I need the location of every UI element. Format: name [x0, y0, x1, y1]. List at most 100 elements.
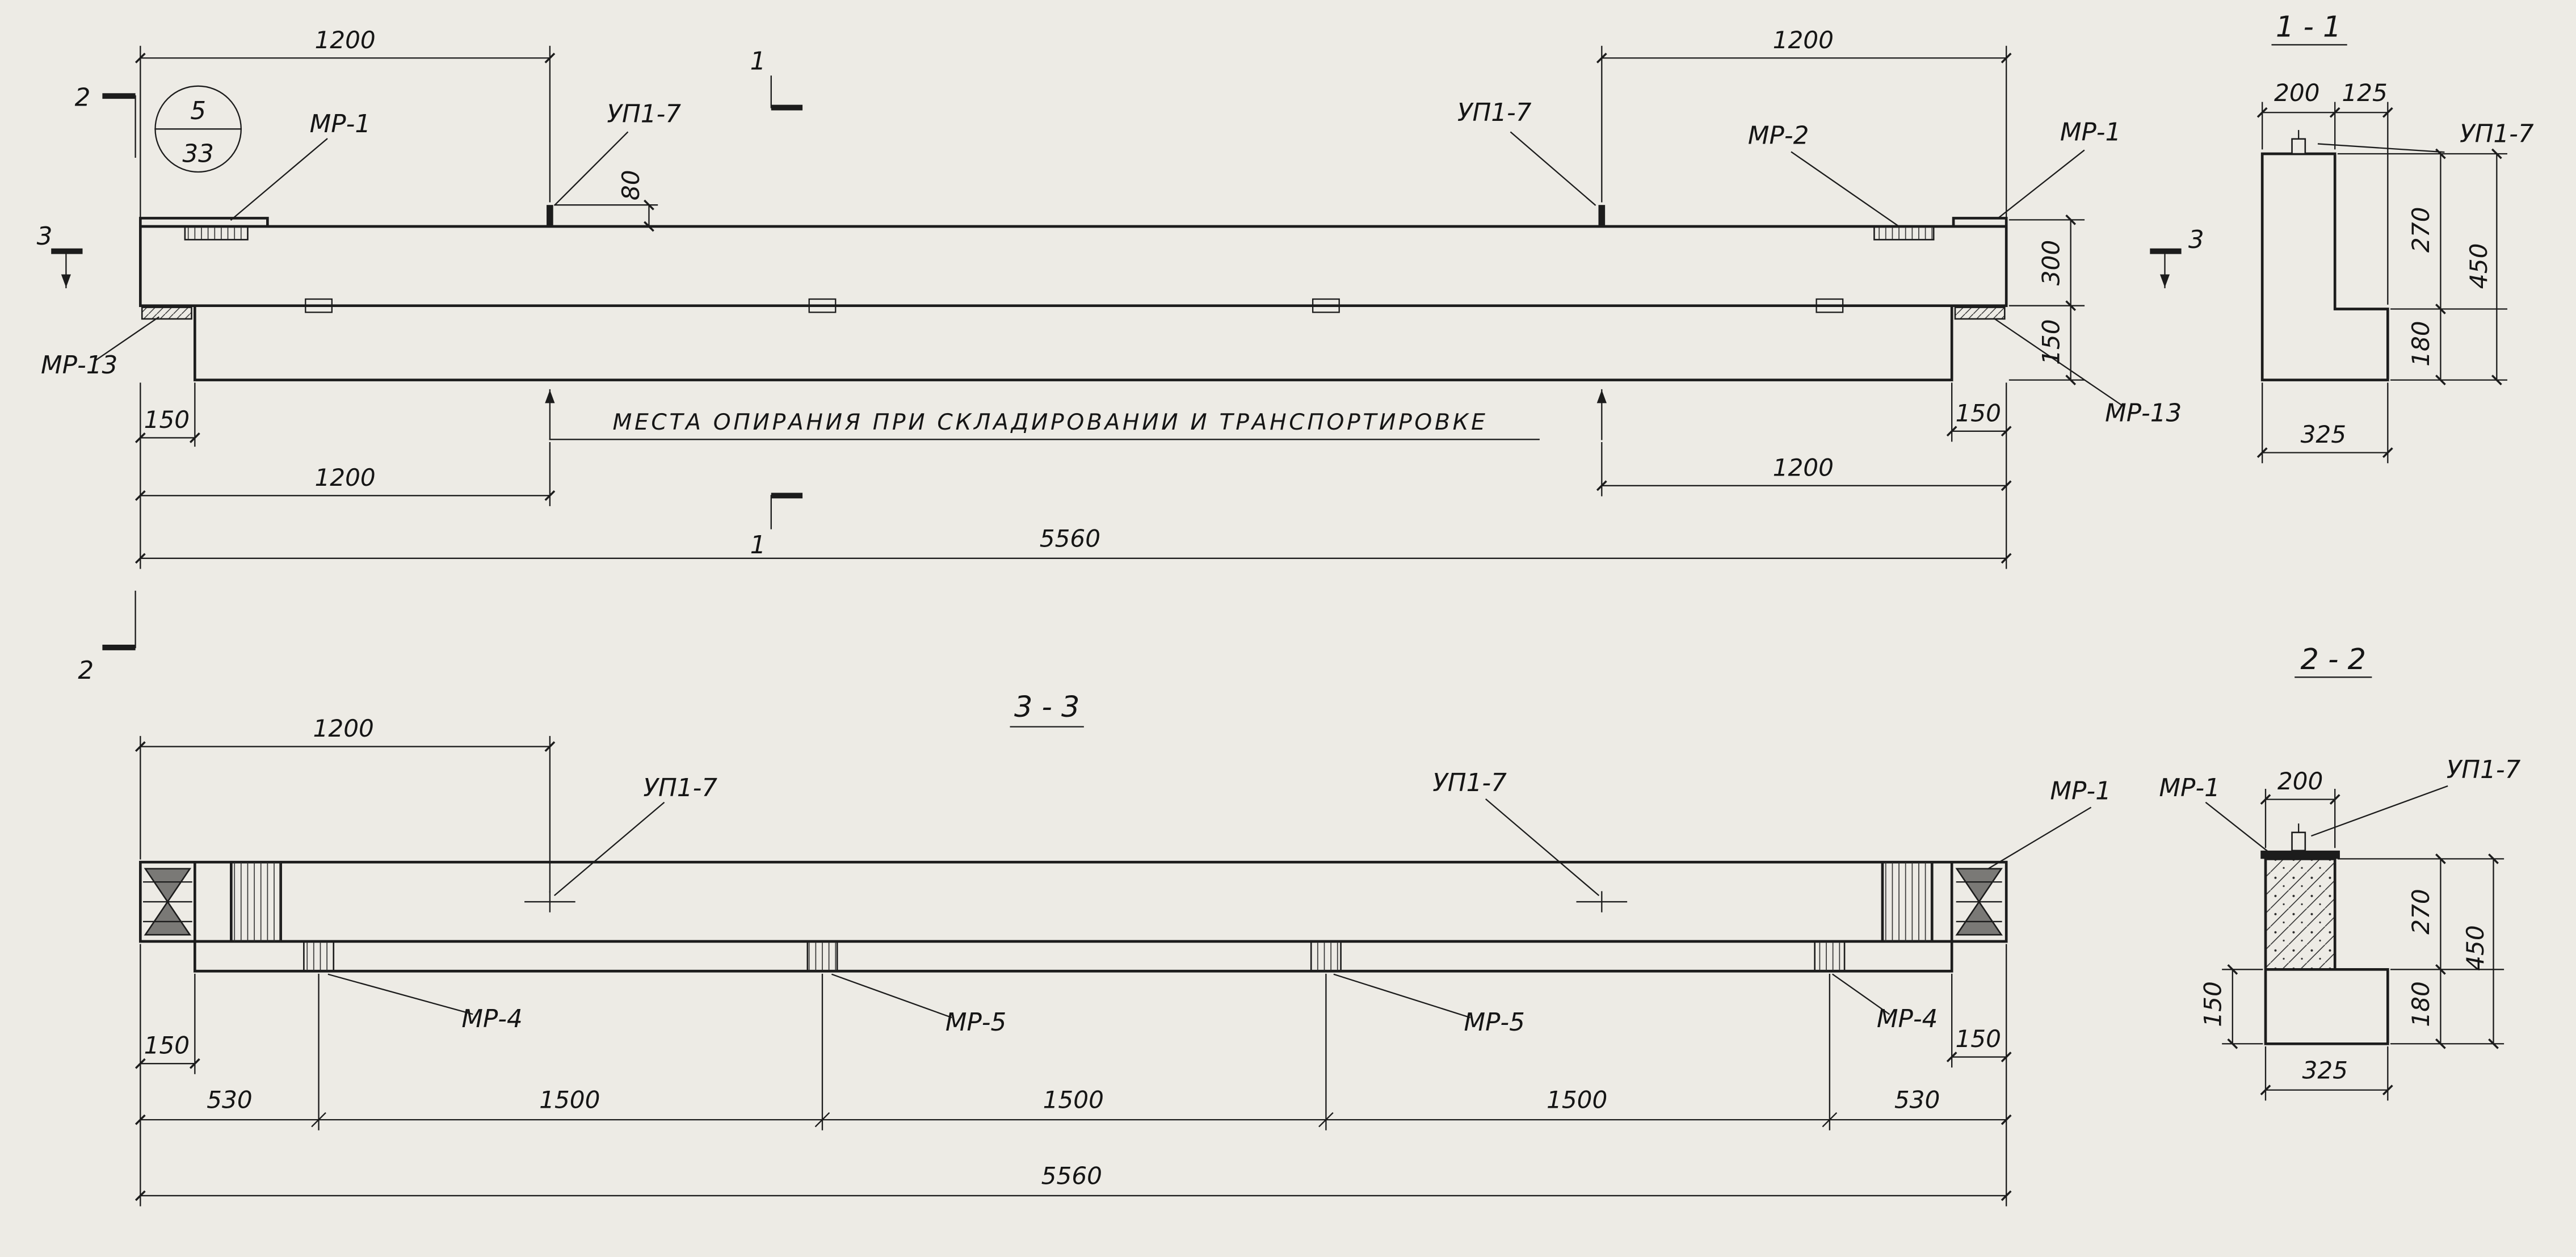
label-mr13-left: МР-13: [41, 351, 117, 380]
dim-5560-elevation: 5560: [1040, 524, 1100, 552]
section-1-1-body: [2260, 152, 2389, 381]
dim-5560-plan: 5560: [1041, 1162, 1102, 1190]
dimension-lines-plan: [135, 741, 2012, 1201]
label-mr1-2-2: МР-1: [2159, 773, 2220, 802]
section-title-1-1: 1 - 1: [2276, 10, 2342, 44]
dim-1200-lower-right: 1200: [1773, 453, 1834, 481]
section-cut-flags: [51, 75, 2182, 650]
embed-hooks-elevation: [305, 298, 1844, 313]
diaphragm-hatch-left: [231, 862, 281, 941]
bolt-marks-plan: [524, 891, 1628, 913]
dim-150-bottom-right: 150: [1955, 399, 2001, 427]
label-up17-2-2: УП1-7: [2447, 755, 2521, 784]
section-marker-2-top: 2: [75, 83, 91, 112]
bubble-bottom-number: 33: [182, 140, 214, 169]
label-up17-1-1: УП1-7: [2460, 120, 2534, 149]
dim-150-2-2: 150: [2199, 981, 2226, 1027]
anchor-bolt-left: [547, 205, 553, 227]
label-up17-plan-left: УП1-7: [643, 773, 717, 802]
label-up17-top-right: УП1-7: [1457, 98, 1532, 127]
dim-530-left: 530: [207, 1086, 253, 1114]
dimension-lines-elevation: [135, 52, 2077, 564]
dim-150-plan-left: 150: [144, 1032, 190, 1060]
dim-450-2-2: 450: [2461, 925, 2489, 971]
bubble-top-number: 5: [190, 96, 206, 125]
label-mr13-right: МР-13: [2105, 398, 2182, 427]
section-title-3-3: 3 - 3: [1014, 691, 1080, 724]
dim-150-plan-right: 150: [1955, 1025, 2001, 1053]
label-up17-plan-right: УП1-7: [1432, 768, 1507, 797]
dim-80: 80: [617, 170, 645, 200]
leader-up17-1-1: [2317, 143, 2445, 153]
label-mr1-top-right: МР-1: [2060, 118, 2121, 147]
section-2-2-web-hatch: [2265, 859, 2335, 970]
leader-lines-2-2: [2205, 785, 2448, 854]
label-mr5-right: МР-5: [1464, 1008, 1524, 1037]
label-mr4-right: МР-4: [1877, 1004, 1938, 1033]
dim-150-bottom-left: 150: [144, 406, 190, 434]
extension-lines-1-1: [2262, 102, 2507, 464]
dim-325-1-1: 325: [2301, 421, 2347, 448]
dim-180-1-1: 180: [2407, 321, 2435, 366]
diaphragm-hatch-right: [1882, 862, 1932, 941]
section-2-2-bolt: [2291, 823, 2306, 852]
beam-outline-plan: [138, 860, 2008, 973]
dimension-lines-1-1: [2256, 107, 2502, 459]
dim-300: 300: [2037, 240, 2065, 285]
section-2-2-plate-mr1: [2260, 850, 2340, 859]
support-note: МЕСТА ОПИРАНИЯ ПРИ СКЛАДИРОВАНИИ И ТРАНС…: [612, 410, 1487, 435]
dim-325-2-2: 325: [2302, 1056, 2348, 1084]
plate-pad-mr13-left: [141, 306, 192, 320]
label-mr1-plan: МР-1: [2050, 777, 2111, 806]
dim-1500-b: 1500: [1043, 1086, 1104, 1114]
dim-1200-top-left: 1200: [314, 26, 375, 54]
section-marker-1-top: 1: [750, 47, 766, 76]
extension-lines-elevation: [140, 45, 2085, 569]
dim-1500-c: 1500: [1547, 1086, 1607, 1114]
dim-200-1-1: 200: [2274, 79, 2320, 107]
label-mr4-left: МР-4: [461, 1004, 522, 1033]
dim-450-1-1: 450: [2465, 243, 2493, 289]
anchor-bolt-right: [1598, 205, 1606, 227]
section-marker-3-left: 3: [37, 222, 53, 251]
dim-530-right: 530: [1894, 1086, 1940, 1114]
dim-270-2-2: 270: [2407, 889, 2435, 934]
dim-1500-a: 1500: [539, 1086, 600, 1114]
position-bubble: [154, 85, 242, 173]
dim-1200-lower-left: 1200: [314, 464, 375, 491]
elevation-view: 2 5 33 МР-1 УП1-7 80 1 1200 1200 УП1-7 М…: [37, 26, 2204, 685]
section-marker-1-bottom: 1: [750, 531, 766, 560]
label-mr5-left: МР-5: [945, 1008, 1006, 1037]
embeds-plan: [303, 940, 1846, 972]
end-block-left: [142, 868, 192, 936]
leader-lines-plan: [327, 798, 2092, 1019]
plate-pad-mr2-right: [1873, 225, 1935, 241]
section-title-2-2: 2 - 2: [2301, 643, 2367, 676]
dim-1200-plan: 1200: [313, 714, 374, 742]
plate-pad-mr1-left: [184, 225, 249, 241]
section-marker-3-right: 3: [2188, 225, 2204, 254]
plate-pad-mr13-right: [1954, 306, 2006, 320]
section-marker-2-bottom: 2: [78, 656, 94, 685]
label-mr2: МР-2: [1748, 121, 1809, 150]
dim-200-2-2: 200: [2277, 767, 2323, 795]
extension-lines-plan: [140, 735, 2007, 1206]
leader-lines-elevation: [95, 131, 2125, 407]
support-points-marks: [545, 389, 1607, 440]
section-1-1: 1 - 1 200 125 УП1-7 270 450 180 325: [2256, 10, 2534, 464]
extension-lines-2-2: [2222, 789, 2504, 1101]
section-1-1-bolt: [2291, 130, 2306, 155]
dimension-lines-2-2: [2227, 794, 2499, 1096]
dim-125-1-1: 125: [2342, 79, 2388, 107]
plan-view-3-3: 3 - 3 1200 УП1-7 УП1-7 МР-1 МР-4 МР-5 МР…: [135, 691, 2111, 1206]
dim-270-1-1: 270: [2407, 207, 2435, 253]
end-block-right: [1955, 868, 2003, 936]
label-mr1-top-left: МР-1: [310, 110, 371, 138]
section-2-2: 2 - 2 МР-1 200 УП1-7 150 270 450 180 325: [2159, 643, 2521, 1101]
dim-180-2-2: 180: [2407, 981, 2435, 1027]
dim-1200-top-right: 1200: [1773, 26, 1834, 54]
beam-outline-elevation: [138, 217, 2008, 381]
label-up17-top-left: УП1-7: [607, 100, 681, 129]
